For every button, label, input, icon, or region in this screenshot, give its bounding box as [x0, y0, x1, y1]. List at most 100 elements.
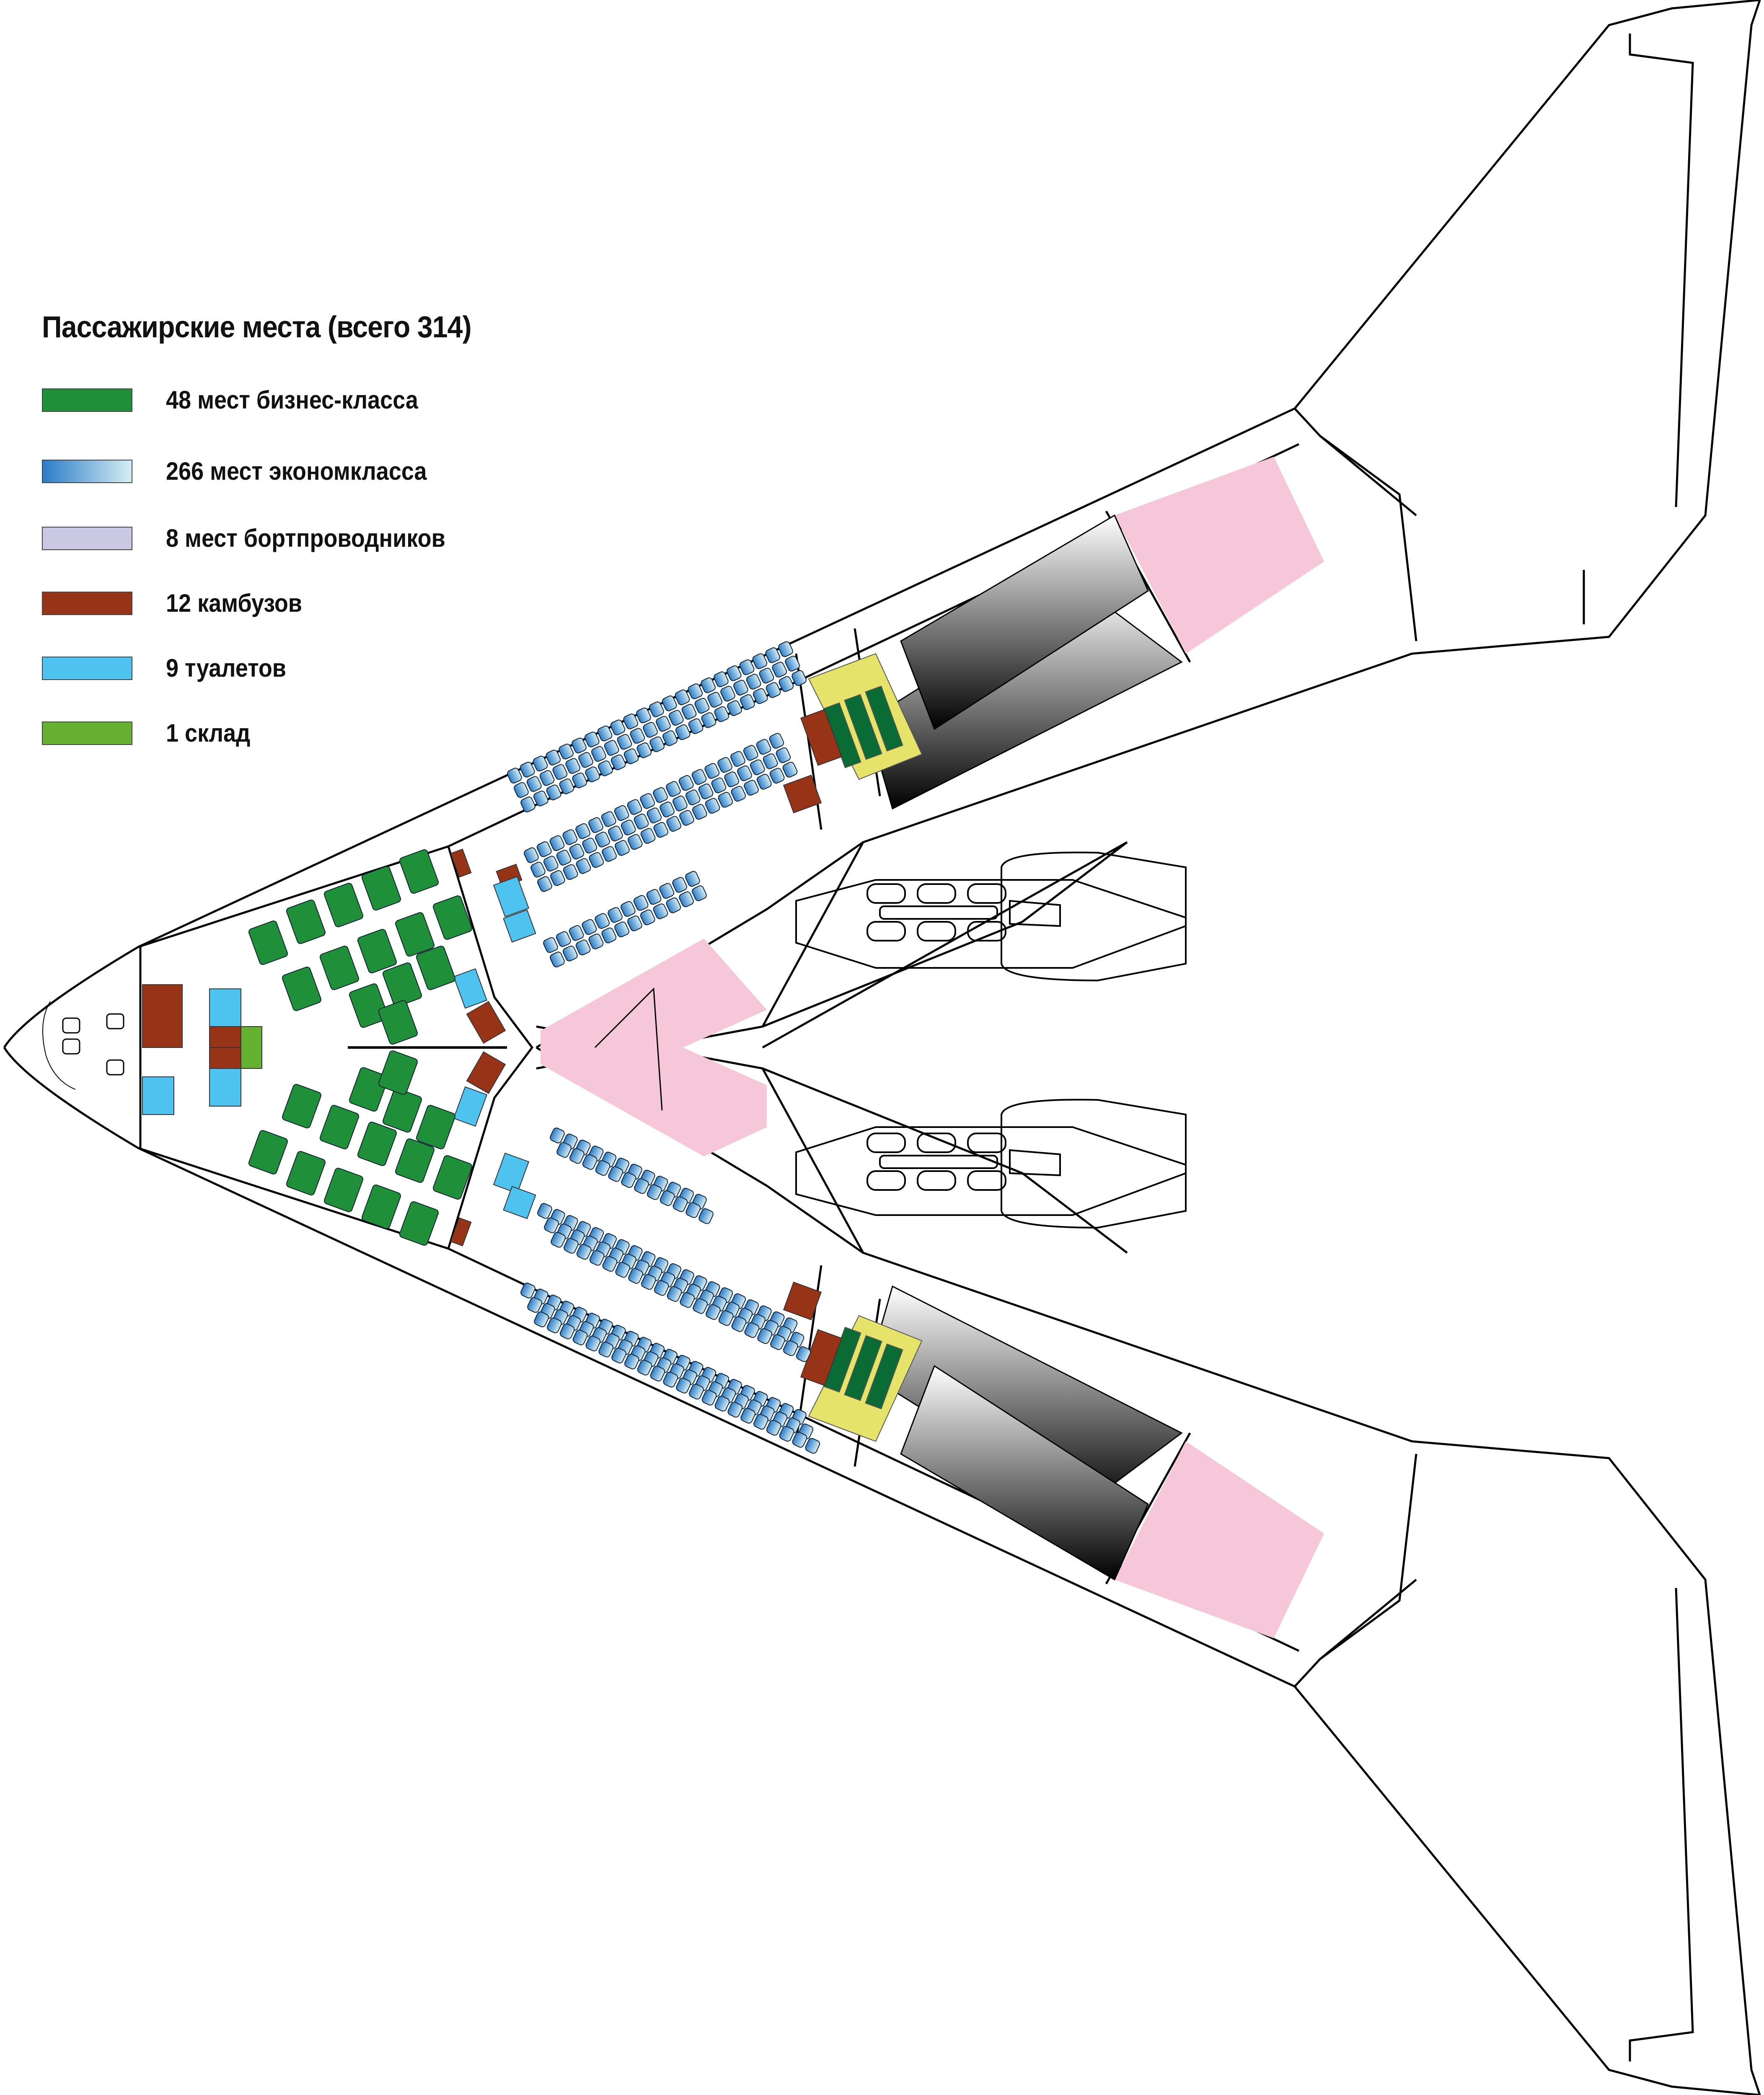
lower-wing-outline	[3, 1025, 1761, 2095]
economy-seat	[520, 1283, 535, 1298]
economy-seat	[562, 945, 578, 962]
economy-seat	[757, 1328, 772, 1344]
economy-seat	[556, 1142, 572, 1158]
economy-seat	[565, 758, 581, 774]
economy-seat	[636, 707, 651, 724]
economy-seat	[640, 909, 655, 926]
economy-seat	[634, 813, 649, 830]
economy-seat	[533, 790, 548, 807]
legend-item-economy: 266 мест экономкласса	[42, 457, 456, 486]
business-seat	[395, 1138, 435, 1183]
business-seat	[416, 1104, 456, 1150]
upper-wing-outline	[3, 0, 1761, 1070]
economy-seat	[769, 733, 784, 749]
economy-seat	[572, 772, 587, 789]
galley-business-upper	[466, 1001, 506, 1044]
economy-seat	[680, 1292, 695, 1308]
business-seat	[319, 1104, 360, 1150]
economy-seat	[765, 647, 780, 663]
economy-seat	[543, 856, 559, 872]
economy-seat	[706, 1304, 721, 1320]
business-seat	[382, 1088, 422, 1133]
storage	[241, 1026, 262, 1069]
legend-item-galley: 12 камбузов	[42, 589, 317, 618]
fuel-tank-center	[541, 939, 767, 1156]
economy-seat	[569, 843, 585, 860]
economy-seat	[779, 676, 794, 692]
business-seat	[399, 849, 439, 894]
galley-swatch	[42, 591, 132, 615]
economy-seat	[608, 1166, 623, 1182]
economy-seat	[782, 762, 798, 778]
economy-seat	[667, 1286, 682, 1302]
economy-seat	[653, 903, 668, 919]
economy-seat	[537, 876, 552, 892]
economy-swatch	[42, 459, 132, 483]
legend-label: 266 мест экономкласса	[166, 457, 427, 485]
economy-seat	[653, 822, 669, 838]
economy-seat	[575, 939, 591, 956]
economy-seat	[546, 750, 561, 766]
business-seat	[319, 945, 360, 991]
crew-rest-upper	[808, 653, 923, 780]
economy-seat	[627, 834, 643, 850]
economy-seat	[701, 712, 716, 728]
business-seat	[282, 966, 322, 1011]
economy-seat	[595, 831, 610, 848]
lavatory-front-2	[209, 1068, 241, 1107]
economy-seat	[537, 1203, 552, 1219]
economy-seat	[569, 925, 584, 941]
economy-seat	[731, 786, 746, 802]
economy-seat	[621, 820, 636, 835]
economy-seat	[649, 701, 664, 717]
economy-seat	[743, 745, 758, 761]
economy-seat	[688, 683, 703, 699]
economy-seat	[627, 799, 642, 815]
economy-seat	[685, 1202, 701, 1218]
economy-seat	[633, 895, 649, 911]
economy-seat	[556, 931, 571, 947]
economy-seat	[602, 1256, 618, 1272]
economy-seat	[763, 753, 778, 769]
business-seat	[323, 1167, 364, 1213]
economy-seat	[582, 1154, 597, 1170]
economy-seat	[595, 1160, 610, 1176]
economy-seat	[520, 761, 535, 778]
galley-upper-aft-2	[800, 709, 842, 766]
economy-seat	[615, 1262, 631, 1278]
economy-seat	[559, 743, 574, 760]
economy-seat	[552, 764, 568, 780]
economy-seat	[688, 718, 704, 734]
economy-seat	[672, 795, 688, 812]
legend-label: 8 мест бортпроводников	[166, 524, 445, 552]
economy-seat	[610, 719, 626, 735]
lavatory-business-upper	[453, 968, 488, 1009]
galleys	[142, 709, 842, 1386]
economy-seat	[694, 698, 710, 714]
galley-business-lower	[466, 1051, 506, 1094]
economy-seat	[698, 783, 714, 799]
economy-seat	[752, 653, 768, 669]
economy-seat	[744, 1322, 760, 1338]
economy-seat	[705, 798, 720, 814]
economy-seat	[527, 1297, 542, 1313]
lavatories	[142, 876, 536, 1219]
economy-seat	[672, 1196, 688, 1212]
economy-seat	[582, 838, 597, 854]
economy-seat	[778, 641, 793, 657]
economy-seat	[640, 828, 656, 844]
economy-seat	[649, 736, 665, 753]
economy-seat	[628, 1268, 643, 1284]
economy-seat	[701, 1389, 717, 1406]
lavatory-business-lower	[453, 1086, 488, 1127]
economy-seat	[718, 1310, 734, 1326]
economy-seat	[585, 1335, 601, 1352]
economy-seat	[601, 927, 617, 944]
economy-seat	[779, 1426, 794, 1442]
economy-seat	[744, 780, 759, 796]
economy-seat	[681, 704, 697, 720]
economy-seat	[544, 1217, 559, 1234]
crew-rest-lower	[808, 1315, 923, 1442]
economy-seat	[714, 671, 729, 688]
galley-nose	[142, 984, 183, 1048]
